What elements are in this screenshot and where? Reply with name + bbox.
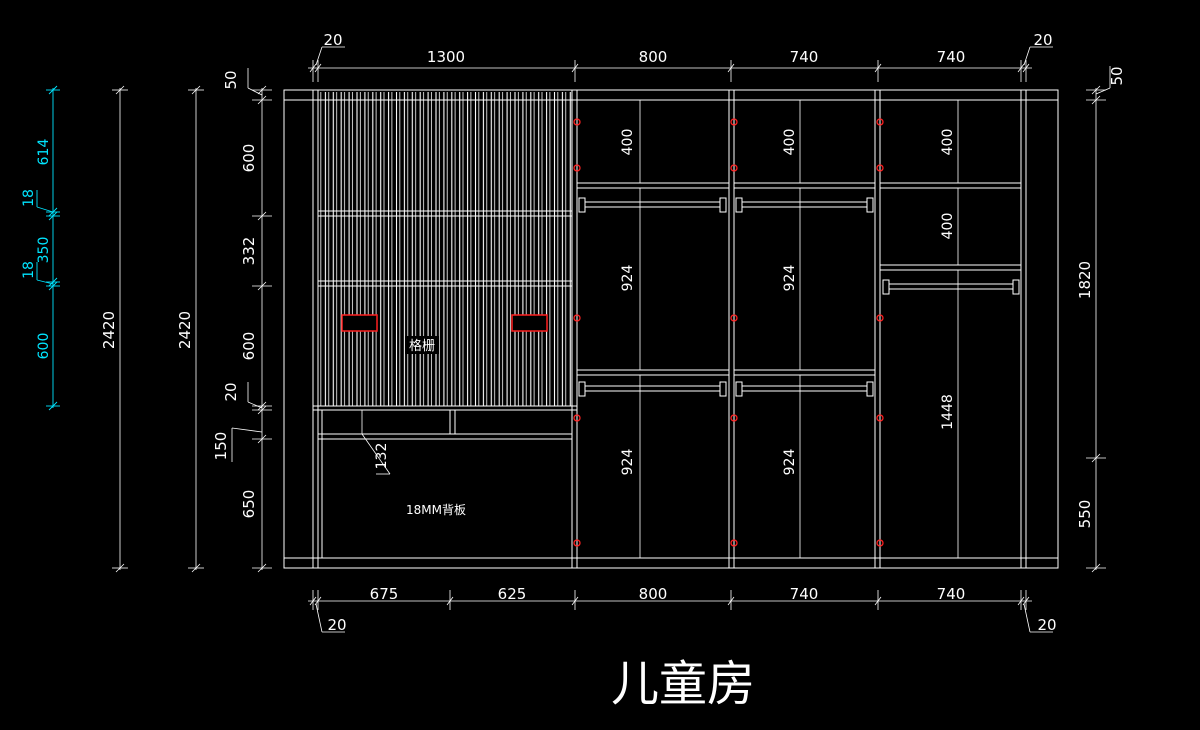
hinge-markers [573, 118, 884, 547]
dim-cyan-600: 600 [36, 333, 52, 360]
dim-col4-1448: 1448 [940, 394, 956, 430]
back-panel-label: 18MM背板 [406, 503, 466, 517]
dim-right-1820: 1820 [1076, 261, 1094, 299]
dim-col3-400: 400 [782, 129, 798, 156]
left-overall-dimension-lines [112, 85, 204, 573]
inner-dimension-lines [361, 100, 959, 558]
dim-left-overall-2420: 2420 [100, 311, 118, 349]
dim-top-740a: 740 [790, 48, 819, 66]
dim-right-550: 550 [1076, 500, 1094, 529]
dim-top-left-edge: 20 [323, 31, 342, 49]
cyan-dimension-chain [36, 85, 60, 411]
dim-col2-924a: 924 [620, 265, 636, 292]
dim-bottom-625: 625 [498, 585, 527, 603]
dim-bottom-740a: 740 [790, 585, 819, 603]
dim-left-overall-2420-b: 2420 [176, 311, 194, 349]
dim-bottom-right-edge: 20 [1037, 616, 1056, 634]
dim-col2-400: 400 [620, 129, 636, 156]
dim-left-20: 20 [222, 382, 240, 401]
dim-bottom-675: 675 [370, 585, 399, 603]
left-chain-dimension-lines [231, 68, 272, 573]
dim-132: 132 [374, 443, 390, 470]
dim-col3-924b: 924 [782, 449, 798, 476]
dim-col2-924b: 924 [620, 449, 636, 476]
dim-cyan-18a: 18 [21, 189, 37, 207]
dim-left-332: 332 [240, 237, 258, 266]
dim-top-740b: 740 [937, 48, 966, 66]
dim-bottom-left-edge: 20 [327, 616, 346, 634]
hanging-rails [578, 197, 1020, 397]
grille-area: 格栅 [313, 92, 577, 411]
dim-col4-400a: 400 [940, 129, 956, 156]
dim-top-800: 800 [639, 48, 668, 66]
dim-left-600a: 600 [240, 144, 258, 173]
drawing-title: 儿童房 [611, 656, 755, 712]
dim-left-650: 650 [240, 490, 258, 519]
bottom-dimension-lines [308, 590, 1053, 633]
dim-top-1300: 1300 [427, 48, 465, 66]
lower-left-compartment [318, 410, 572, 558]
dim-bottom-740b: 740 [937, 585, 966, 603]
dim-left-600b: 600 [240, 332, 258, 361]
dim-cyan-350: 350 [36, 237, 52, 264]
dim-col4-400b: 400 [940, 213, 956, 240]
dim-cyan-18b: 18 [21, 261, 37, 279]
dim-cyan-614: 614 [36, 139, 52, 166]
dim-bottom-800: 800 [639, 585, 668, 603]
dim-top-right-edge: 20 [1033, 31, 1052, 49]
dim-col3-924a: 924 [782, 265, 798, 292]
dim-left-150: 150 [212, 432, 230, 461]
right-dimension-lines [1086, 66, 1111, 573]
dim-left-50: 50 [222, 70, 240, 89]
dim-right-50: 50 [1108, 66, 1126, 85]
top-dimension-lines [308, 46, 1053, 82]
grille-handle-right [511, 314, 548, 332]
grille-handle-left [341, 314, 378, 332]
shelves [577, 182, 1021, 376]
grille-label: 格栅 [409, 338, 435, 354]
